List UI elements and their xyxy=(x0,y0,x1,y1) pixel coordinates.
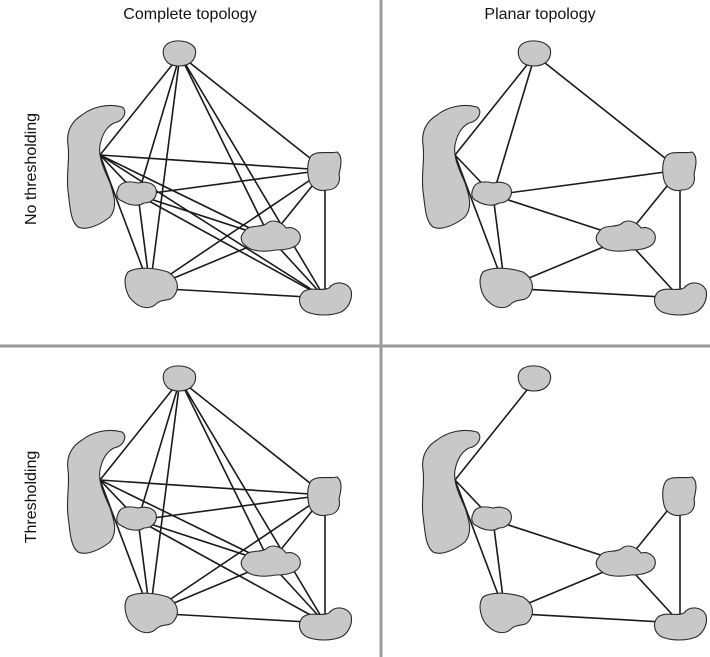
edge-A-B xyxy=(454,379,536,481)
edge-B-E xyxy=(99,479,271,564)
edge-A-E xyxy=(179,54,271,239)
habitat-patch-E xyxy=(240,220,301,252)
habitat-patch-B xyxy=(66,104,126,229)
edge-B-E xyxy=(99,154,271,239)
habitat-patch-C xyxy=(471,506,512,531)
edge-A-G xyxy=(179,54,326,299)
edge-F-G xyxy=(504,287,681,299)
habitat-patch-D xyxy=(662,151,697,192)
habitat-patch-G xyxy=(298,282,353,316)
edge-C-D xyxy=(137,494,326,521)
habitat-patch-A xyxy=(162,40,197,67)
habitat-patch-B xyxy=(66,429,126,554)
edge-C-D xyxy=(137,169,326,196)
edge-A-B xyxy=(99,379,181,481)
habitat-patch-B xyxy=(421,429,481,554)
edge-A-B xyxy=(454,54,536,156)
habitat-patch-D xyxy=(307,151,342,192)
edge-A-C xyxy=(492,54,536,196)
habitat-patch-A xyxy=(517,365,552,392)
panel-planar-no-threshold xyxy=(421,40,708,316)
column-title-planar: Planar topology xyxy=(484,6,596,23)
habitat-patch-F xyxy=(479,592,533,634)
panel-complete-threshold xyxy=(66,365,353,641)
edge-F-G xyxy=(504,612,681,624)
edge-D-F xyxy=(149,169,326,289)
edge-C-D xyxy=(492,169,681,196)
habitat-patch-A xyxy=(162,365,197,392)
habitat-patch-C xyxy=(116,506,157,531)
edge-A-G xyxy=(179,379,326,624)
edge-A-D xyxy=(179,54,326,171)
habitat-patch-E xyxy=(595,545,656,577)
edge-B-G xyxy=(99,154,326,299)
habitat-patch-D xyxy=(307,476,342,517)
panel-planar-threshold xyxy=(421,365,708,641)
edge-A-F xyxy=(149,54,181,289)
edge-A-F xyxy=(149,379,181,614)
habitat-patch-C xyxy=(116,181,157,206)
edge-A-D xyxy=(534,54,681,171)
habitat-patch-C xyxy=(471,181,512,206)
panel-complete-no-threshold xyxy=(66,40,353,316)
edge-F-G xyxy=(149,287,326,299)
edge-B-D xyxy=(99,479,326,496)
habitat-patch-F xyxy=(124,267,178,309)
edge-A-D xyxy=(179,379,326,496)
habitat-patch-G xyxy=(298,607,353,641)
habitat-patch-B xyxy=(421,104,481,229)
edge-A-C xyxy=(137,54,181,196)
habitat-patch-E xyxy=(240,545,301,577)
edge-B-F xyxy=(99,479,151,614)
edge-D-F xyxy=(149,494,326,614)
habitat-patch-G xyxy=(653,607,708,641)
edge-B-F xyxy=(454,479,506,614)
habitat-patch-D xyxy=(662,476,697,517)
edge-A-B xyxy=(99,54,181,156)
habitat-patch-E xyxy=(595,220,656,252)
habitat-patch-F xyxy=(479,267,533,309)
edge-B-D xyxy=(99,154,326,171)
column-title-complete: Complete topology xyxy=(123,6,257,23)
habitat-patch-A xyxy=(517,40,552,67)
habitat-patch-F xyxy=(124,592,178,634)
edge-A-C xyxy=(137,379,181,521)
habitat-patch-G xyxy=(653,282,708,316)
edge-A-E xyxy=(179,379,271,564)
edge-C-G xyxy=(137,194,326,299)
edge-C-G xyxy=(137,519,326,624)
edge-B-F xyxy=(99,154,151,289)
edge-B-F xyxy=(454,154,506,289)
edge-F-G xyxy=(149,612,326,624)
